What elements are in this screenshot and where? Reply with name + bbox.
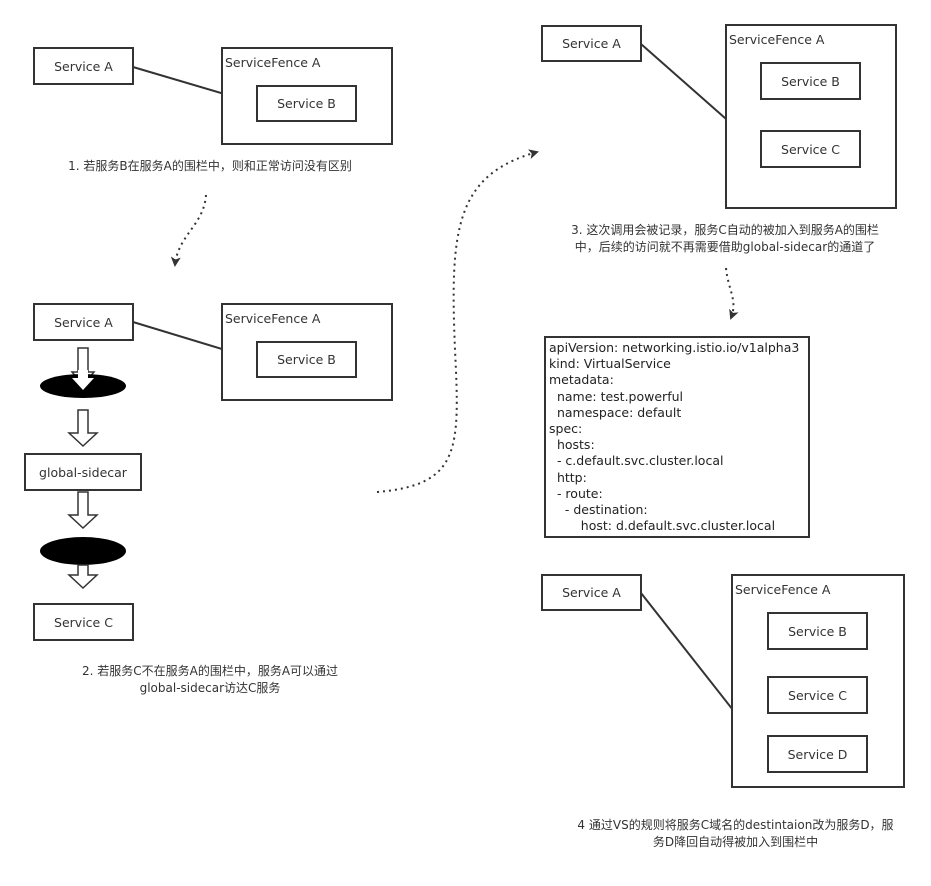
step4-fence-label: ServiceFence A: [735, 582, 831, 597]
dotted-arrow-2-to-3: [376, 149, 539, 493]
step4-service-b-label: Service B: [788, 623, 847, 639]
step2-ellipse-1-arrowhead: [72, 370, 94, 390]
step4-caption-line1: 4 通过VS的规则将服务C域名的destintaion改为服务D，服: [577, 818, 894, 832]
step2-caption-line2: global-sidecar访达C服务: [139, 681, 281, 695]
step1-caption: 1. 若服务B在服务A的围栏中，则和正常访问没有区别: [68, 159, 352, 173]
step4-service-a-label: Service A: [562, 585, 621, 600]
step3-service-a-label: Service A: [562, 36, 621, 51]
step4-service-c: Service C: [767, 676, 868, 714]
step2-flow-arrow-3: [67, 491, 99, 530]
step1-service-a-label: Service A: [54, 58, 113, 74]
dotted-arrow-3-to-yaml: [725, 267, 739, 320]
step2-flow-arrow-4: [67, 564, 99, 590]
step3-service-fence: ServiceFence A: [725, 24, 897, 209]
step2-caption: 2. 若服务C不在服务A的围栏中，服务A可以通过 global-sidecar访…: [20, 663, 400, 697]
yaml-line: namespace: default: [549, 404, 682, 420]
yaml-line: hosts:: [549, 437, 595, 453]
step3-fence-label: ServiceFence A: [729, 32, 825, 47]
step3-service-c: Service C: [760, 130, 861, 168]
step4-caption: 4 通过VS的规则将服务C域名的destintaion改为服务D，服 务D降回自…: [548, 817, 923, 851]
step2-service-b-label: Service B: [277, 352, 336, 367]
yaml-line: kind: VirtualService: [549, 356, 671, 372]
step3-caption-line1: 3. 这次调用会被记录，服务C自动的被加入到服务A的围栏: [571, 223, 879, 237]
virtualservice-yaml-block: apiVersion: networking.istio.io/v1alpha3…: [544, 336, 810, 538]
step3-caption: 3. 这次调用会被记录，服务C自动的被加入到服务A的围栏 中，后续的访问就不再需…: [540, 222, 910, 256]
yaml-line: http:: [549, 469, 587, 485]
step2-ellipse-2: [40, 537, 126, 565]
yaml-line: host: d.default.svc.cluster.local: [549, 518, 776, 534]
yaml-line: - c.default.svc.cluster.local: [549, 453, 724, 469]
step3-caption-line2: 中，后续的访问就不再需要借助global-sidecar的通道了: [574, 240, 876, 254]
yaml-line: - destination:: [549, 502, 648, 518]
step1-service-b: Service B: [256, 85, 357, 122]
step1-service-a: Service A: [33, 47, 134, 85]
step3-service-b-label: Service B: [781, 73, 840, 89]
step4-service-d: Service D: [767, 735, 868, 773]
yaml-line: spec:: [549, 421, 583, 437]
step2-service-b: Service B: [256, 341, 357, 378]
step2-fence-label: ServiceFence A: [225, 311, 321, 326]
yaml-line: - route:: [549, 485, 603, 501]
step4-service-a: Service A: [541, 574, 642, 611]
step4-service-c-label: Service C: [788, 687, 847, 703]
step2-service-c-label: Service C: [54, 614, 113, 630]
step4-service-d-label: Service D: [787, 746, 848, 762]
step1-service-b-label: Service B: [277, 96, 336, 111]
step3-service-a: Service A: [541, 25, 642, 62]
step2-flow-arrow-2: [67, 409, 99, 448]
step4-caption-line2: 务D降回自动得被加入到围栏中: [652, 835, 819, 849]
step4-service-b: Service B: [767, 612, 868, 650]
step2-service-c: Service C: [33, 603, 134, 641]
step2-caption-line1: 2. 若服务C不在服务A的围栏中，服务A可以通过: [81, 664, 339, 678]
step1-fence-label: ServiceFence A: [225, 55, 321, 70]
dotted-arrow-1-to-2: [170, 194, 207, 267]
step3-service-b: Service B: [760, 62, 861, 100]
yaml-line: apiVersion: networking.istio.io/v1alpha3: [549, 340, 800, 355]
step2-global-sidecar: global-sidecar: [24, 453, 142, 491]
step2-global-sidecar-label: global-sidecar: [39, 464, 127, 480]
yaml-line: name: test.powerful: [549, 388, 683, 404]
step3-service-c-label: Service C: [781, 141, 840, 157]
yaml-line: metadata:: [549, 372, 614, 388]
step2-service-a-label: Service A: [54, 314, 113, 330]
step2-service-a: Service A: [33, 303, 134, 341]
